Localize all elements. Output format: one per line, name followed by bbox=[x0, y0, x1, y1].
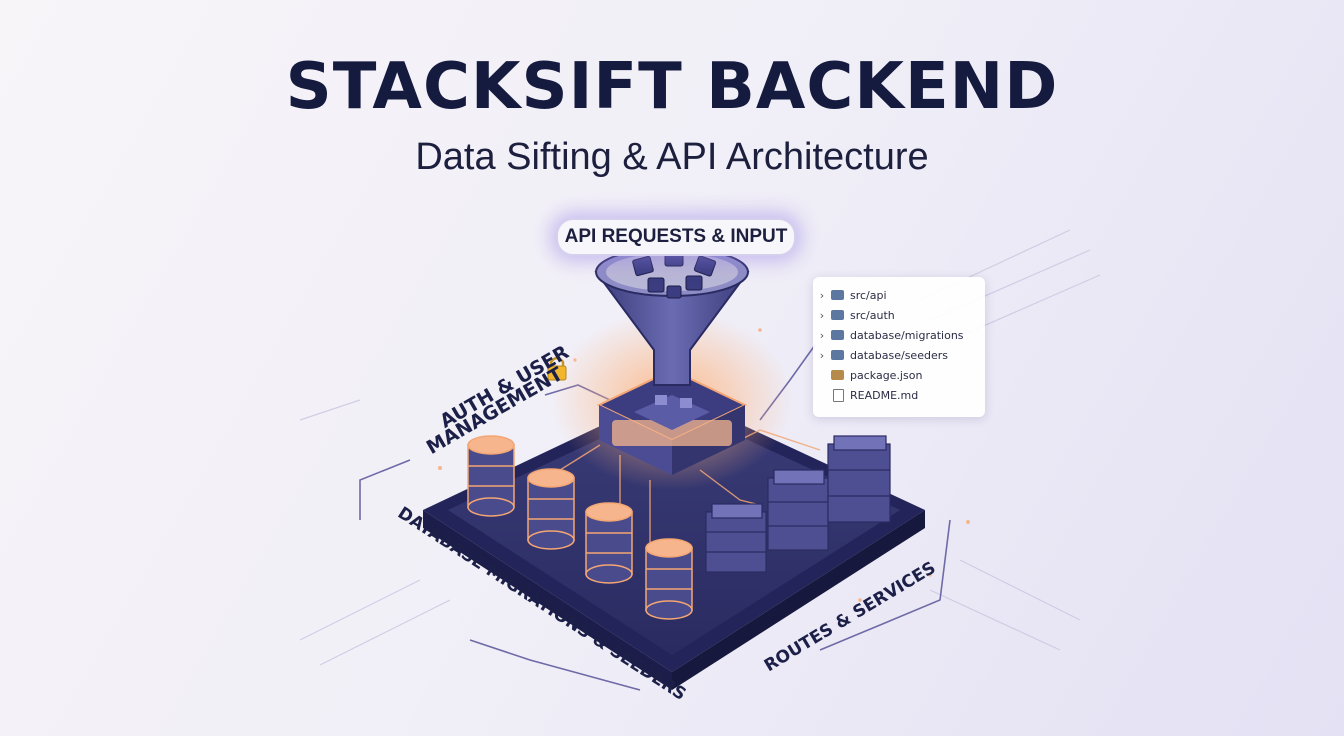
file-tree-row[interactable]: › src/api bbox=[813, 285, 985, 305]
chevron-right-icon[interactable]: › bbox=[819, 308, 825, 322]
file-tree-label: package.json bbox=[850, 368, 923, 382]
db-cylinder bbox=[527, 468, 575, 550]
sift-core bbox=[596, 368, 748, 475]
db-cylinder bbox=[645, 538, 693, 620]
db-cylinder bbox=[585, 502, 633, 584]
chevron-right-icon[interactable]: › bbox=[819, 328, 825, 342]
lock-icon bbox=[547, 356, 567, 381]
chevron-right-icon[interactable]: › bbox=[819, 348, 825, 362]
folder-icon bbox=[831, 330, 844, 340]
server-stacks bbox=[705, 435, 891, 573]
db-cylinder bbox=[467, 435, 515, 517]
file-tree-row[interactable]: package.json bbox=[813, 365, 985, 385]
folder-icon bbox=[831, 310, 844, 320]
file-tree-label: src/auth bbox=[850, 308, 895, 322]
server-stack bbox=[767, 469, 829, 551]
file-tree-label: database/migrations bbox=[850, 328, 964, 342]
page-title: STACKSIFT BACKEND bbox=[285, 50, 1059, 124]
page-subtitle: Data Sifting & API Architecture bbox=[415, 136, 929, 178]
funnel-icon bbox=[594, 247, 750, 386]
server-stack bbox=[827, 435, 891, 523]
package-icon bbox=[831, 370, 844, 380]
file-tree-row[interactable]: README.md bbox=[813, 385, 985, 405]
platform bbox=[423, 392, 925, 690]
folder-icon bbox=[831, 350, 844, 360]
sparkles bbox=[438, 328, 970, 602]
file-tree-label: database/seeders bbox=[850, 348, 948, 362]
api-requests-pill: API REQUESTS & INPUT bbox=[556, 218, 796, 256]
server-stack bbox=[705, 503, 767, 573]
folder-icon bbox=[831, 290, 844, 300]
chevron-right-icon[interactable]: › bbox=[819, 288, 825, 302]
database-cylinders bbox=[467, 435, 693, 620]
file-tree-row[interactable]: › src/auth bbox=[813, 305, 985, 325]
file-tree-label: README.md bbox=[850, 388, 919, 402]
file-tree-row[interactable]: › database/migrations bbox=[813, 325, 985, 345]
file-tree-panel: › src/api › src/auth › database/migratio… bbox=[813, 277, 985, 417]
document-icon bbox=[833, 388, 844, 402]
file-tree-label: src/api bbox=[850, 288, 887, 302]
file-tree-row[interactable]: › database/seeders bbox=[813, 345, 985, 365]
